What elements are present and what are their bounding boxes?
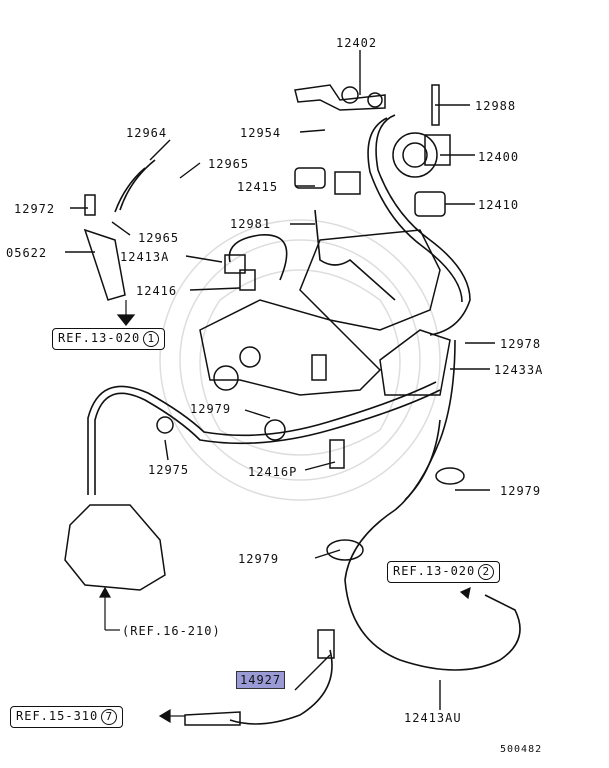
part-label-12400: 12400 [478, 150, 520, 164]
part-label-12413AU: 12413AU [404, 711, 462, 725]
highlighted-part-14927[interactable]: 14927 [236, 671, 286, 689]
ref-15-310-7-text: REF.15-310 [16, 709, 99, 723]
part-label-12965-top: 12965 [208, 157, 250, 171]
part-label-12972: 12972 [14, 202, 56, 216]
arrows [98, 300, 471, 724]
part-label-12415: 12415 [237, 180, 279, 194]
part-label-12410: 12410 [478, 198, 520, 212]
part-label-14927[interactable]: 14927 [236, 671, 286, 689]
part-label-12954: 12954 [240, 126, 282, 140]
part-label-05622: 05622 [6, 246, 48, 260]
part-label-12981: 12981 [230, 217, 272, 231]
diagram-code: 500482 [500, 744, 543, 755]
ref-15-310-7-number: 7 [101, 709, 118, 725]
part-label-12979-right: 12979 [500, 484, 542, 498]
part-label-12416P: 12416P [248, 465, 298, 479]
components [64, 84, 465, 726]
watermark-logo [159, 219, 441, 501]
ref-16-210[interactable]: (REF.16-210) [122, 624, 221, 638]
ref-13-020-1-number: 1 [143, 331, 160, 347]
part-label-12979-left: 12979 [190, 402, 232, 416]
part-label-12979-lower: 12979 [238, 552, 280, 566]
part-label-12413A: 12413A [120, 250, 170, 264]
leader-lines [65, 50, 495, 710]
part-label-12433A: 12433A [494, 363, 544, 377]
ref-13-020-2-text: REF.13-020 [393, 564, 476, 578]
part-label-12416: 12416 [136, 284, 178, 298]
hoses [87, 114, 521, 725]
part-label-12988: 12988 [475, 99, 517, 113]
ref-13-020-2-number: 2 [478, 564, 495, 580]
part-label-12402: 12402 [336, 36, 378, 50]
part-label-12978: 12978 [500, 337, 542, 351]
part-label-12965-bottom: 12965 [138, 231, 180, 245]
part-label-12975: 12975 [148, 463, 190, 477]
ref-13-020-1-text: REF.13-020 [58, 331, 141, 345]
part-label-12964: 12964 [126, 126, 168, 140]
